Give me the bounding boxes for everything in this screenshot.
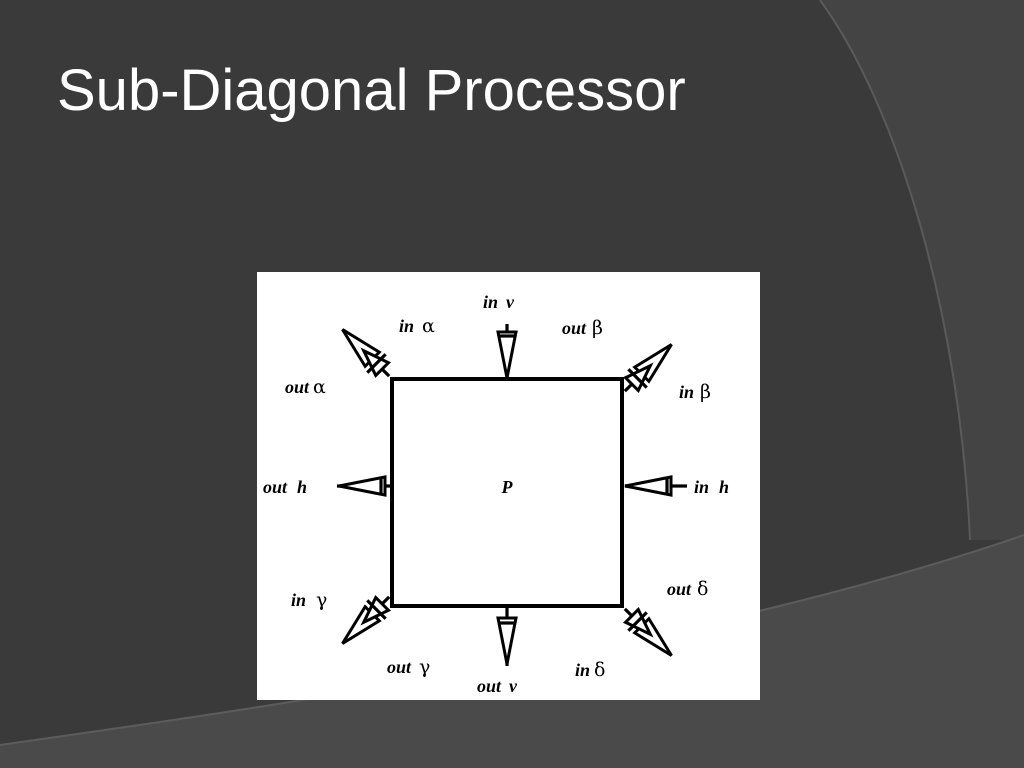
slide-title: Sub-Diagonal Processor xyxy=(57,58,686,123)
svg-text:inδ: inδ xyxy=(575,659,605,681)
arrow-in-h xyxy=(624,475,687,497)
arrow-gamma xyxy=(341,594,392,645)
svg-text:inγ: inγ xyxy=(291,589,327,611)
arrow-out-h xyxy=(337,475,390,497)
arrow-alpha xyxy=(341,328,392,379)
arrow-in-v xyxy=(496,324,518,379)
arrow-out-v xyxy=(496,608,518,666)
svg-text:inβ: inβ xyxy=(679,381,711,403)
processor-label: P xyxy=(501,477,514,497)
svg-text:inh: inh xyxy=(694,477,729,497)
svg-text:inv: inv xyxy=(483,292,515,312)
arrow-delta xyxy=(622,606,673,657)
arrow-beta xyxy=(622,343,673,394)
svg-text:inα: inα xyxy=(399,315,435,337)
processor-box xyxy=(390,377,624,608)
